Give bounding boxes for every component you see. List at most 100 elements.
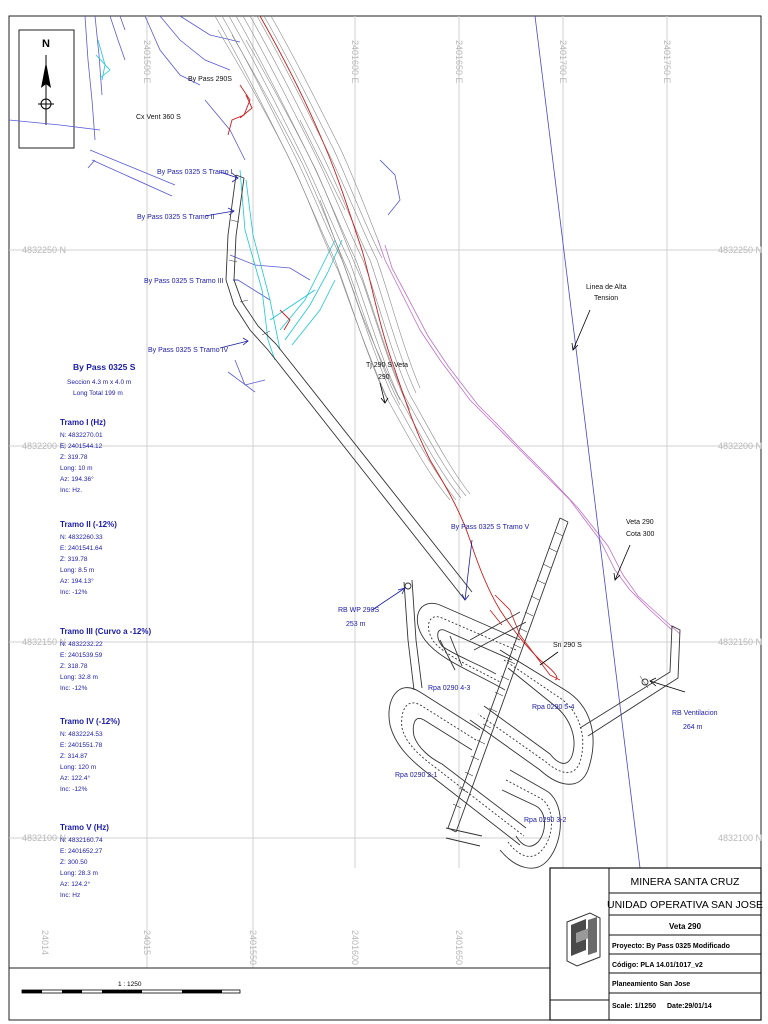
tb-vein: Veta 290: [669, 922, 702, 931]
tb-date: Date:29/01/14: [667, 1003, 712, 1010]
label-rpa-43: Rpa 0290 4-3: [428, 685, 471, 692]
tramo-detail: E: 2401652.27: [60, 848, 103, 855]
tramo-detail: E: 2401544.12: [60, 443, 103, 450]
label-rb-wp-1: RB WP 290S: [338, 607, 379, 614]
tramo-detail: Inc: Hz: [60, 892, 80, 899]
tramo-detail: Long: 10 m: [60, 465, 93, 472]
tramo-detail: Inc: -12%: [60, 786, 88, 793]
tramo-heading: Tramo IV (-12%): [60, 717, 120, 726]
label-tj-2: 290: [378, 374, 390, 381]
title-block: MINERA SANTA CRUZ UNIDAD OPERATIVA SAN J…: [549, 867, 763, 1021]
tramo-detail: N: 4832160.74: [60, 837, 103, 844]
tramo-detail: Z: 319.78: [60, 556, 88, 563]
label-veta-2: Cota 300: [626, 531, 655, 538]
rb-wp-marker: [404, 582, 412, 590]
junction-red: [489, 594, 561, 681]
label-rpa-21: Rpa 0290 2-1: [395, 772, 438, 779]
tramo-heading: Tramo I (Hz): [60, 418, 106, 427]
ramp-loops: [388, 579, 681, 869]
tramo-detail: Az: 122.4°: [60, 774, 90, 782]
bypass-0325s: [225, 174, 473, 601]
grid-east-5: 2401750 E: [662, 40, 672, 84]
grid-east-2: 2401600 E: [350, 40, 360, 84]
tb-code: Código: PLA 14.01/1017_v2: [612, 962, 703, 969]
tramo-detail: Az: 194.36°: [60, 475, 94, 483]
vein-contours: [214, 15, 471, 501]
tramo-detail: Az: 124.2°: [60, 880, 90, 888]
tramo-detail: E: 2401541.64: [60, 545, 103, 552]
grid-east-bottom-4: 2401600 E: [350, 930, 360, 974]
scale-label: 1 : 1250: [118, 981, 142, 988]
vein-cota-300: [377, 239, 681, 635]
tramo-heading: Tramo II (-12%): [60, 520, 117, 529]
info-title: By Pass 0325 S: [73, 362, 136, 372]
power-line: [534, 15, 641, 869]
grid-north-left-4: 4832100 N: [22, 833, 66, 843]
tb-project: Proyecto: By Pass 0325 Modificado: [612, 943, 730, 950]
label-sn-290: Sn 290 S: [553, 642, 582, 649]
grid-labels: 2401500 E 2401600 E 2401650 E 2401700 E …: [22, 40, 762, 974]
grid-east-bottom-3: 2401550 E: [248, 930, 258, 974]
tramo-list: Tramo I (Hz) N: 4832270.01 E: 2401544.12Z:…: [60, 418, 151, 899]
grid-east-1: 2401500 E: [142, 40, 152, 84]
tramo-detail: E: 2401551.78: [60, 742, 103, 749]
grid-east-bottom-2: 24015: [142, 930, 152, 955]
grid-north-right-1: 4832250 N: [718, 245, 762, 255]
label-veta-1: Veta 290: [626, 519, 654, 526]
tramo-detail: Z: 319.78: [60, 454, 88, 461]
label-rb-vent-2: 264 m: [683, 724, 703, 731]
label-tramo-1: By Pass 0325 S Tramo I: [157, 169, 233, 176]
label-rpa-54: Rpa 0290 5-4: [532, 704, 575, 711]
coordinate-grid: [9, 16, 761, 968]
grid-east-bottom-5: 2401650 E: [454, 930, 464, 974]
rb-ventilacion-marker: [641, 678, 649, 686]
grid-north-right-3: 4832150 N: [718, 637, 762, 647]
grid-north-left-3: 4832150 N: [22, 637, 66, 647]
tramo-detail: Long: 28.3 m: [60, 870, 98, 877]
info-section: Seccion 4.3 m x 4.0 m: [67, 379, 131, 386]
grid-east-4: 2401700 E: [558, 40, 568, 84]
label-tramo-4: By Pass 0325 S Tramo IV: [148, 347, 228, 354]
tramo-detail: Az: 194.13°: [60, 577, 94, 585]
black-leaders: [379, 309, 686, 693]
label-tj-1: Tj 290 S Veta: [366, 362, 408, 369]
arrow-head-icon: [41, 62, 51, 88]
grid-east-bottom-1: 24014: [40, 930, 50, 955]
north-arrow: N: [18, 29, 75, 149]
label-tramo-2: By Pass 0325 S Tramo II: [137, 214, 214, 221]
label-leaders: [204, 171, 473, 611]
tramo-heading: Tramo III (Curvo a -12%): [60, 627, 151, 636]
info-length: Long Total 199 m: [73, 390, 123, 397]
old-workings: [8, 15, 401, 393]
plan-labels: By Pass 290S Cx Vent 360 S By Pass 0325 …: [136, 76, 718, 824]
tramo-detail: N: 4832232.22: [60, 641, 103, 648]
tramo-detail: Inc: Hz.: [60, 487, 82, 494]
north-label: N: [42, 38, 50, 50]
tramo-detail: Z: 318.78: [60, 663, 88, 670]
grid-north-right-2: 4832200 N: [718, 441, 762, 451]
label-cx-vent: Cx Vent 360 S: [136, 114, 181, 121]
label-bypass-290s: By Pass 290S: [188, 76, 232, 83]
label-tramo-3: By Pass 0325 S Tramo III: [144, 278, 223, 285]
label-tramo-5: By Pass 0325 S Tramo V: [451, 524, 530, 531]
bypass-info-panel: By Pass 0325 S Seccion 4.3 m x 4.0 m Lon…: [60, 362, 151, 899]
tramo-detail: N: 4832224.53: [60, 731, 103, 738]
inclined-ramp: [447, 517, 569, 833]
label-linea-alta-1: Linea de Alta: [586, 284, 627, 291]
tramo-detail: Long: 8.5 m: [60, 567, 94, 574]
grid-north-left-2: 4832200 N: [22, 441, 66, 451]
tramo-detail: N: 4832260.33: [60, 534, 103, 541]
tramo-heading: Tramo V (Hz): [60, 823, 109, 832]
tramo-detail: Long: 120 m: [60, 764, 96, 771]
cyan-workings: [95, 39, 343, 361]
tramo-detail: Inc: -12%: [60, 589, 88, 596]
label-linea-alta-2: Tension: [594, 295, 618, 302]
tramo-detail: Z: 314.87: [60, 753, 88, 760]
grid-north-right-4: 4832100 N: [718, 833, 762, 843]
tb-dept: Planeamiento San Jose: [612, 981, 690, 988]
tramo-detail: N: 4832270.01: [60, 432, 103, 439]
scale-bar: 1 : 1250: [8, 967, 551, 1021]
tb-unit: UNIDAD OPERATIVA SAN JOSE: [607, 899, 763, 911]
